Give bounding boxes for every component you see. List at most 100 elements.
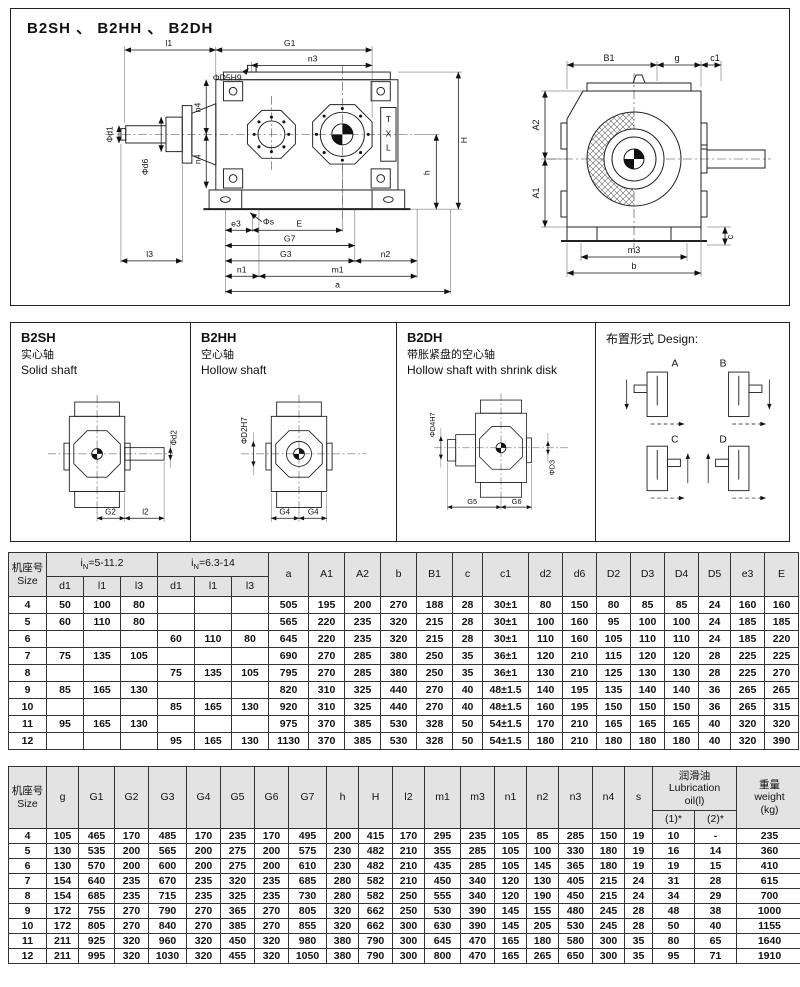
variant-name-en: Hollow shaft with shrink disk <box>407 363 558 377</box>
table-cell: 100 <box>528 613 564 631</box>
table-cell: 840 <box>148 918 187 934</box>
table-cell: 28 <box>698 664 732 682</box>
front-view-drawing: l1 G1 n3 ΦD5H9 Φd1 Φd6 n4 n4 T X L H h Φ… <box>104 38 469 295</box>
table-cell: 60 <box>46 613 84 631</box>
table-cell: 650 <box>558 948 593 964</box>
table-cell: 211 <box>46 933 79 949</box>
table-cell: 28 <box>452 613 484 631</box>
table-cell <box>194 681 232 699</box>
table-cell: 320 <box>380 613 418 631</box>
design-drawing: A B C D <box>623 359 772 501</box>
table-cell: 450 <box>424 873 461 889</box>
table-cell: 154 <box>46 888 79 904</box>
table-cell: 130 <box>120 715 158 733</box>
dim-label-H: H <box>459 137 469 143</box>
table-cell: 160 <box>562 630 598 648</box>
table-cell: 320 <box>114 933 149 949</box>
table-cell: 100 <box>630 613 666 631</box>
table-cell: 210 <box>392 873 425 889</box>
dim-label-g4a: G4 <box>279 508 290 517</box>
table-cell: 385 <box>344 732 382 750</box>
table-cell: 235 <box>220 828 255 844</box>
dim-label-d1: Φd1 <box>104 126 114 143</box>
table-cell: 235 <box>186 888 221 904</box>
table-cell: 790 <box>358 948 393 964</box>
table-cell: 435 <box>424 858 461 874</box>
dim-label-d3: ΦD3 <box>548 460 557 475</box>
dim-label-a: a <box>335 280 340 290</box>
dim-label-d6: Φd6 <box>140 159 150 176</box>
size-header: 机座号 Size <box>8 766 47 829</box>
table-cell: 530 <box>558 918 593 934</box>
table-cell: 130 <box>120 681 158 699</box>
table-cell: 28 <box>694 873 737 889</box>
table-cell: 80 <box>652 933 695 949</box>
table-cell: 482 <box>358 843 393 859</box>
table-cell: 300 <box>392 918 425 934</box>
table-cell: 1130 <box>268 732 310 750</box>
table-cell: 36±1 <box>482 647 530 665</box>
table-cell: 270 <box>114 918 149 934</box>
col-header-l2: l2 <box>392 766 425 829</box>
table-cell <box>230 596 270 614</box>
table-cell: 200 <box>186 858 221 874</box>
ratio-group-1-header: iN=5-11.2 <box>46 552 158 577</box>
table-cell: 30±1 <box>482 596 530 614</box>
col-header-B1: B1 <box>416 552 454 597</box>
table-cell: 575 <box>288 843 327 859</box>
table-cell: 800 <box>424 948 461 964</box>
table-cell: 315 <box>764 698 800 716</box>
table-cell: 325 <box>344 681 382 699</box>
col-header-D4: D4 <box>664 552 700 597</box>
size-header-en: Size <box>17 574 38 587</box>
table-cell: 925 <box>78 933 115 949</box>
table-cell: 71 <box>694 948 737 964</box>
table-cell: 190 <box>526 888 559 904</box>
table-cell <box>157 596 195 614</box>
table-cell: 28 <box>698 647 732 665</box>
table-cell: 320 <box>254 948 289 964</box>
table-cell: 95 <box>157 732 195 750</box>
table-cell: 1000 <box>736 903 800 919</box>
size-header-cn: 机座号 <box>11 785 44 798</box>
dim-label-d4h7: ΦD4H7 <box>428 412 437 437</box>
table-cell: 630 <box>424 918 461 934</box>
table-cell: 450 <box>558 888 593 904</box>
dim-label-g: g <box>674 53 679 63</box>
table-cell: 145 <box>526 858 559 874</box>
table-cell: 275 <box>220 843 255 859</box>
table-cell: 165 <box>494 933 527 949</box>
design-option-d: D <box>719 434 726 445</box>
table-cell: 180 <box>592 843 625 859</box>
variant-name-en: Solid shaft <box>21 363 78 377</box>
table-cell: 565 <box>268 613 310 631</box>
table-cell: 790 <box>148 903 187 919</box>
table-cell: 555 <box>424 888 461 904</box>
table-cell: 250 <box>392 888 425 904</box>
table-cell: 250 <box>416 664 454 682</box>
dim-label-g7: G7 <box>284 234 296 244</box>
table-cell: 6 <box>8 630 47 648</box>
table-cell: 195 <box>308 596 346 614</box>
table-cell: 150 <box>630 698 666 716</box>
table-cell: 482 <box>358 858 393 874</box>
col-header-c1: c1 <box>482 552 530 597</box>
table-cell: 210 <box>392 858 425 874</box>
table-cell: 154 <box>46 873 79 889</box>
dim-label-n2: n2 <box>381 249 391 259</box>
table-cell: 355 <box>424 843 461 859</box>
table-cell: 115 <box>596 647 632 665</box>
dim-label-a1: A1 <box>531 187 541 198</box>
col-header-n3: n3 <box>558 766 593 829</box>
col-header-A2: A2 <box>344 552 382 597</box>
dimension-table-2: 机座号 Size g G1 G2 G3 G4 G5 G6 G7 h H l2 m… <box>8 766 800 964</box>
col-header-G5: G5 <box>220 766 255 829</box>
table-cell: 265 <box>526 948 559 964</box>
table-cell: 210 <box>562 664 598 682</box>
table-cell: 220 <box>764 630 800 648</box>
col-header-h: h <box>326 766 359 829</box>
design-title-cn: 布置形式 <box>606 332 655 346</box>
